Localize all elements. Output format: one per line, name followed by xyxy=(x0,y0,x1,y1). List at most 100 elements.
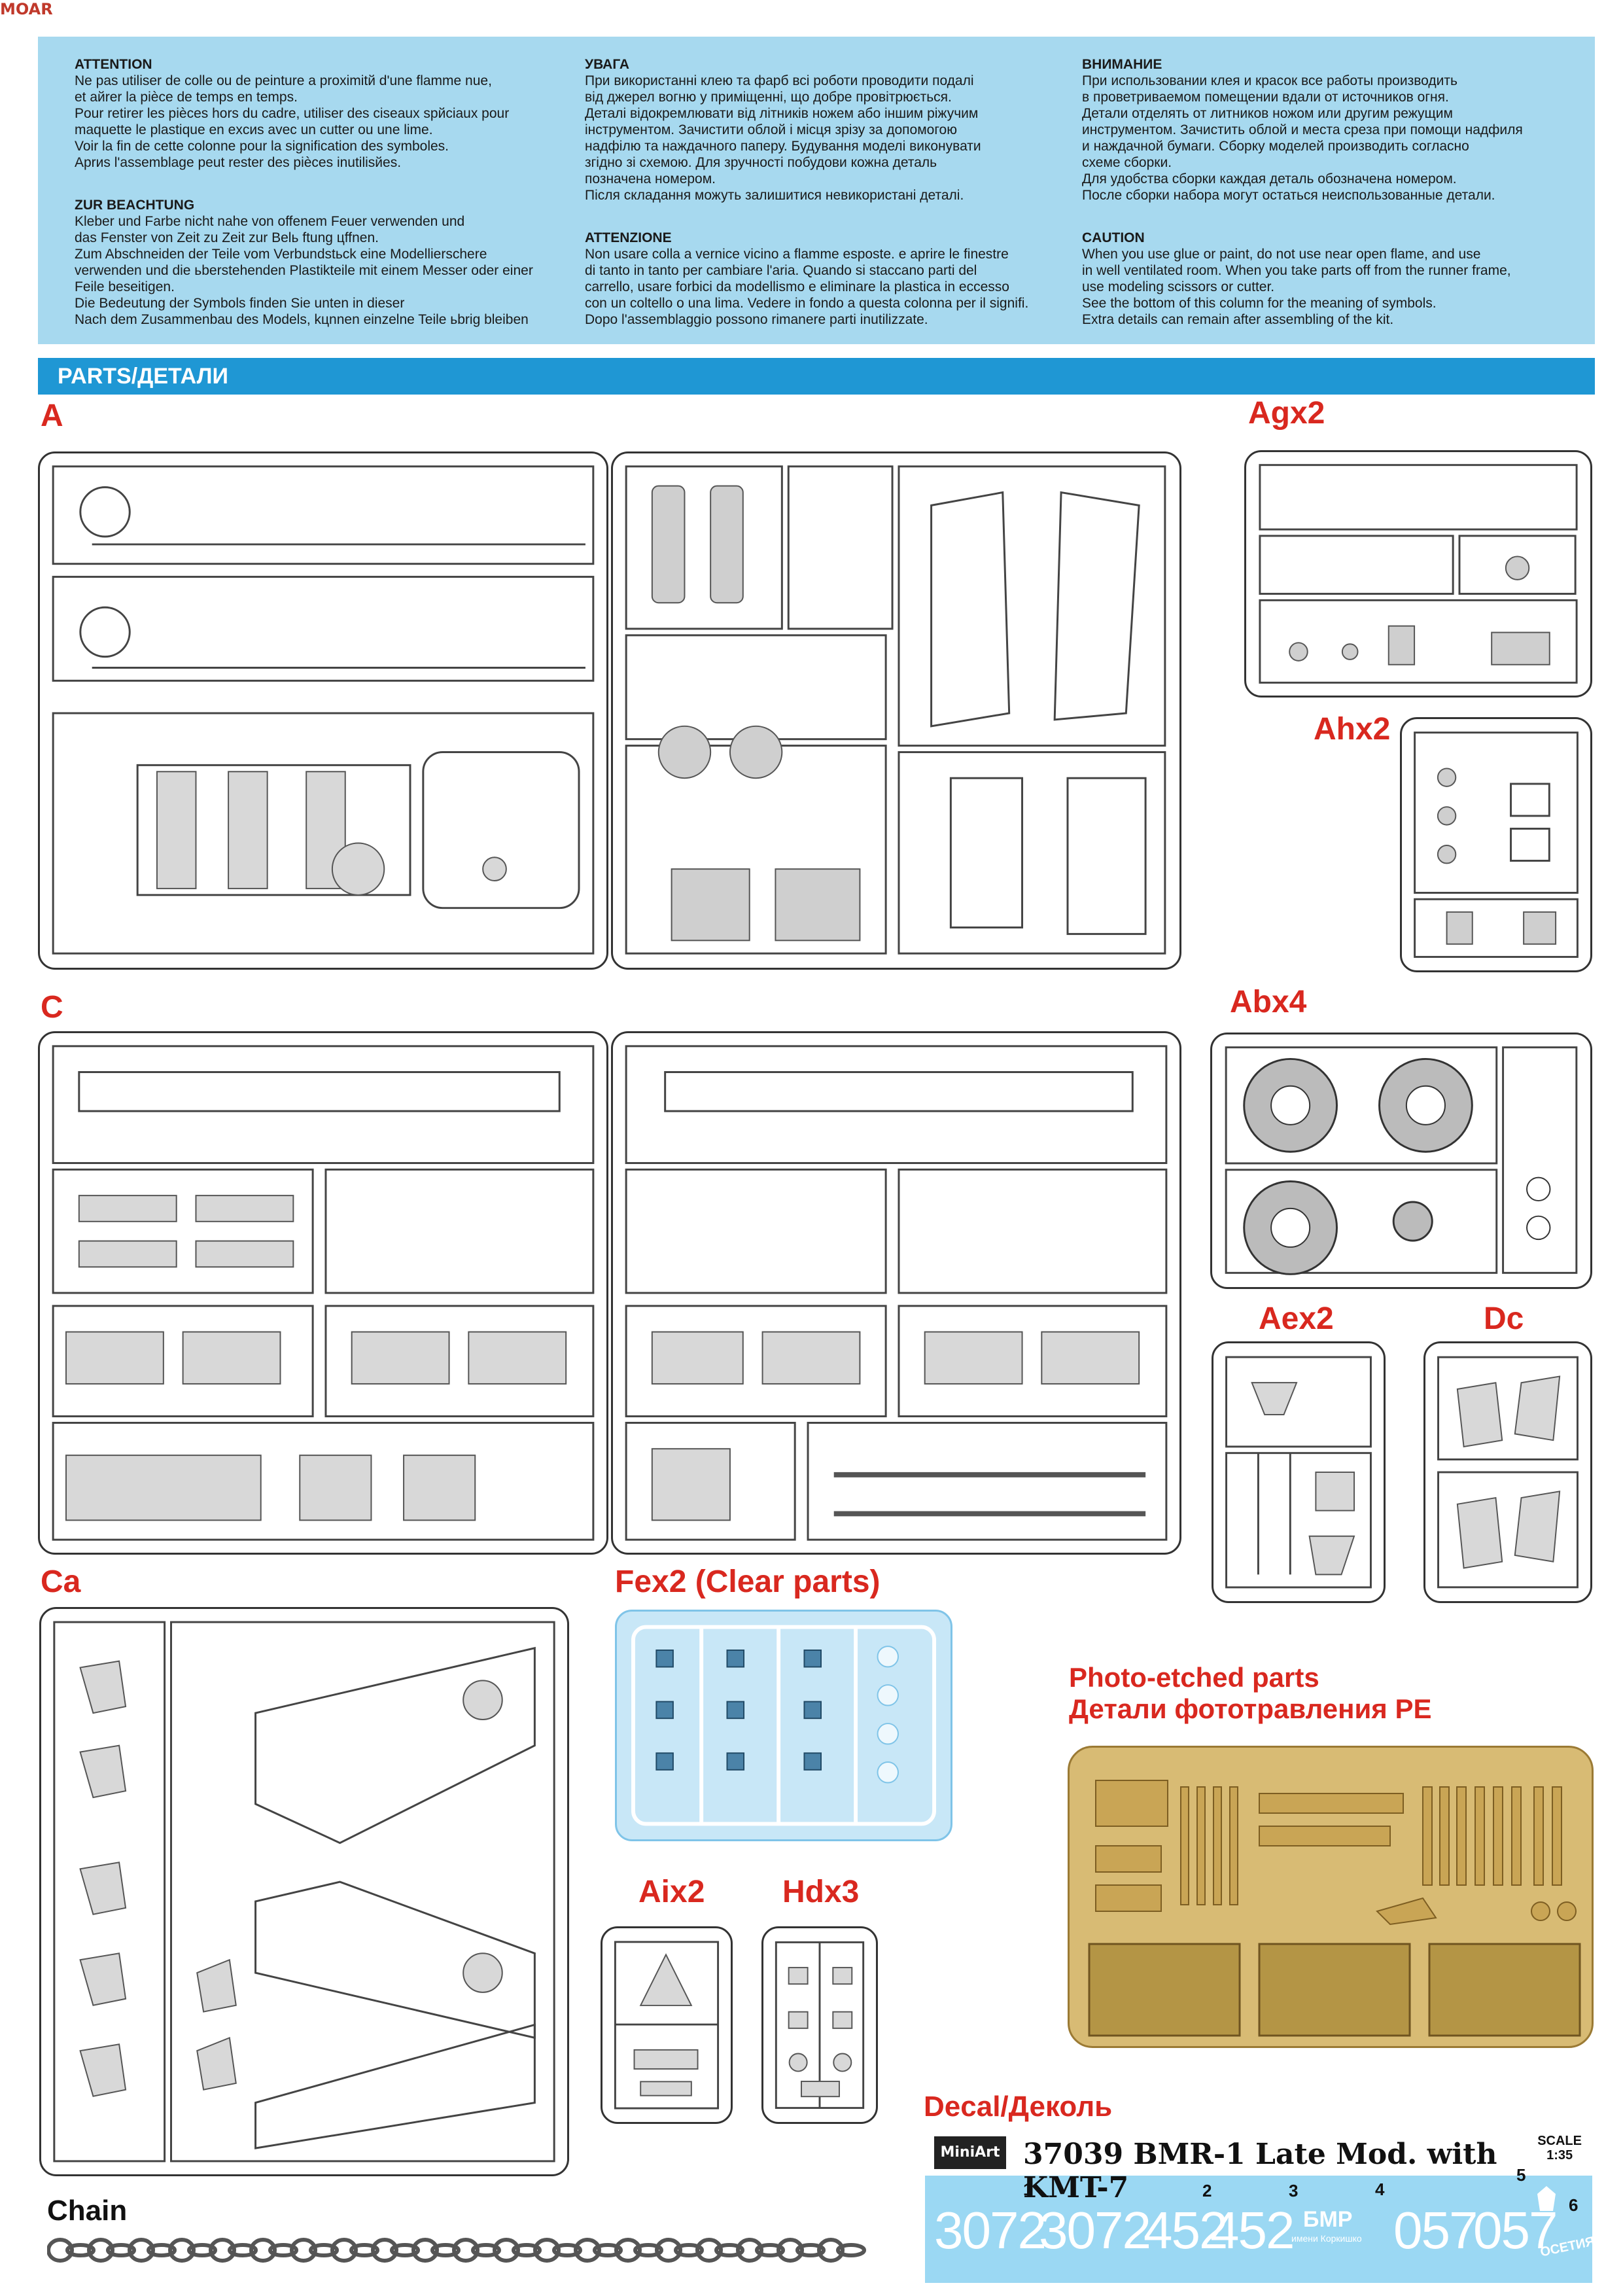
sprue-c-right-drawing xyxy=(625,1045,1168,1541)
kit-title: 37039 BMR-1 Late Mod. with KMT-7 xyxy=(1023,2138,1497,2204)
pe-fret-drawing xyxy=(1088,1780,1581,2037)
chain-link xyxy=(593,2243,623,2257)
decal-number-2: 2 xyxy=(1202,2181,1212,2200)
chain-link xyxy=(674,2243,704,2257)
sprue-frame-dc xyxy=(1423,1341,1592,1603)
decal-057-a: 057 xyxy=(1393,2201,1478,2259)
brand-logo: MOAR xyxy=(0,0,53,18)
warning-title-it: ATTENZIONE xyxy=(585,230,672,245)
sprue-ca-drawing xyxy=(53,1621,555,2163)
chain-link xyxy=(817,2238,845,2263)
chain-drawing xyxy=(47,2238,866,2263)
scale-word: SCALE xyxy=(1537,2134,1582,2148)
sprue-frame-a-right xyxy=(611,451,1181,970)
sprue-label-abx4: Abx4 xyxy=(1230,985,1307,1019)
chain-link xyxy=(574,2238,601,2263)
chain-link xyxy=(411,2238,439,2263)
sprue-frame-aex2 xyxy=(1212,1341,1386,1603)
chain-link xyxy=(168,2238,196,2263)
chain-link xyxy=(187,2243,217,2257)
sprue-frame-abx4 xyxy=(1210,1033,1592,1289)
sprue-label-ahx2: Ahx2 xyxy=(1314,712,1391,747)
chain-link xyxy=(614,2238,642,2263)
chain-link xyxy=(65,2243,96,2257)
chain-link xyxy=(533,2238,561,2263)
sprue-frame-agx2 xyxy=(1244,450,1592,698)
miniart-logo: MiniArt xyxy=(934,2136,1006,2169)
sprue-fex2-drawing xyxy=(631,1625,936,1826)
sprue-frame-aix2 xyxy=(601,1926,733,2124)
decal-number-1: 1 xyxy=(1023,2180,1033,2199)
sprue-frame-hdx3 xyxy=(761,1926,878,2124)
chain-link xyxy=(390,2243,420,2257)
decal-bmr-small: имени Коркишко xyxy=(1291,2233,1362,2244)
warning-column-right: ВНИМАНИЕ При использовании клея и красок… xyxy=(1082,56,1579,354)
decal-3072-a: 3072 xyxy=(934,2201,1047,2259)
decal-number-4: 4 xyxy=(1375,2180,1385,2199)
warning-column-left: ATTENTION Ne pas utiliser de colle ou de… xyxy=(75,56,572,354)
sprue-agx2-drawing xyxy=(1259,464,1578,684)
sprue-label-ca: Ca xyxy=(41,1564,81,1599)
warning-text-ua: При використанні клею та фарб всі роботи… xyxy=(585,73,981,203)
decal-452-b: 452 xyxy=(1210,2201,1295,2259)
chain-link xyxy=(47,2238,74,2263)
chain-link xyxy=(349,2243,379,2257)
sprue-label-aix2: Aix2 xyxy=(638,1875,705,1909)
chain-link xyxy=(330,2238,358,2263)
chain-link xyxy=(209,2238,236,2263)
chain-link xyxy=(430,2243,461,2257)
sprue-label-fex2: Fex2 (Clear parts) xyxy=(615,1564,881,1599)
chain-link xyxy=(633,2243,663,2257)
warning-text-en: When you use glue or paint, do not use n… xyxy=(1082,247,1511,327)
sprue-frame-a xyxy=(38,451,608,970)
sprue-frame-ahx2 xyxy=(1400,717,1592,972)
warning-text-it: Non usare colla a vernice vicino a flamm… xyxy=(585,247,1029,327)
sprue-label-a: A xyxy=(41,398,63,433)
chain-link xyxy=(552,2243,582,2257)
sprue-frame-ca xyxy=(39,1607,569,2176)
warning-text-fr: Ne pas utiliser de colle ou de peinture … xyxy=(75,73,510,170)
sprue-a-drawing xyxy=(52,465,595,955)
chain-link xyxy=(736,2238,763,2263)
sprue-c-drawing xyxy=(52,1045,595,1541)
chain-link xyxy=(471,2243,501,2257)
chain-link xyxy=(795,2243,826,2257)
sprue-label-dc: Dc xyxy=(1484,1301,1524,1336)
chain-link xyxy=(714,2243,744,2257)
pe-title-ru: Детали фототравления PE xyxy=(1069,1693,1432,1724)
sprue-dc-drawing xyxy=(1437,1356,1579,1589)
chain-link xyxy=(493,2238,520,2263)
emblem-icon xyxy=(1537,2186,1556,2211)
decal-number-3: 3 xyxy=(1289,2181,1299,2200)
decal-452-a: 452 xyxy=(1143,2201,1228,2259)
chain-label: Chain xyxy=(47,2195,128,2227)
sprue-aex2-drawing xyxy=(1225,1356,1372,1589)
warning-title-en: CAUTION xyxy=(1082,230,1145,245)
sprue-frame-c xyxy=(38,1031,608,1555)
decal-3072-b: 3072 xyxy=(1039,2201,1151,2259)
sprue-ahx2-drawing xyxy=(1414,732,1579,958)
parts-header-bar: PARTS/ДЕТАЛИ xyxy=(38,358,1595,395)
chain-link xyxy=(655,2238,682,2263)
decal-bmr: БМР xyxy=(1303,2207,1353,2232)
sprue-abx4-drawing xyxy=(1225,1046,1578,1275)
warning-text-de: Kleber und Farbe nicht nahe von offenem … xyxy=(75,214,533,327)
sprue-a-right-drawing xyxy=(625,465,1166,955)
chain-link xyxy=(147,2243,177,2257)
chain-link xyxy=(249,2238,277,2263)
chain-link xyxy=(452,2238,480,2263)
scale-badge: SCALE 1:35 xyxy=(1537,2134,1582,2163)
chain-link xyxy=(371,2238,398,2263)
warning-title-ru: ВНИМАНИЕ xyxy=(1082,57,1162,72)
chain-link xyxy=(836,2243,866,2257)
chain-link xyxy=(777,2238,804,2263)
chain-link xyxy=(695,2238,723,2263)
warning-title-de: ZUR BEACHTUNG xyxy=(75,198,195,213)
chain-link xyxy=(755,2243,785,2257)
warning-title-fr: ATTENTION xyxy=(75,57,152,72)
warning-panel: ATTENTION Ne pas utiliser de colle ou de… xyxy=(38,37,1595,344)
chain-link xyxy=(87,2238,114,2263)
decal-number-5: 5 xyxy=(1516,2165,1526,2185)
warning-text-ru: При использовании клея и красок все рабо… xyxy=(1082,73,1523,203)
scale-value: 1:35 xyxy=(1546,2148,1573,2163)
